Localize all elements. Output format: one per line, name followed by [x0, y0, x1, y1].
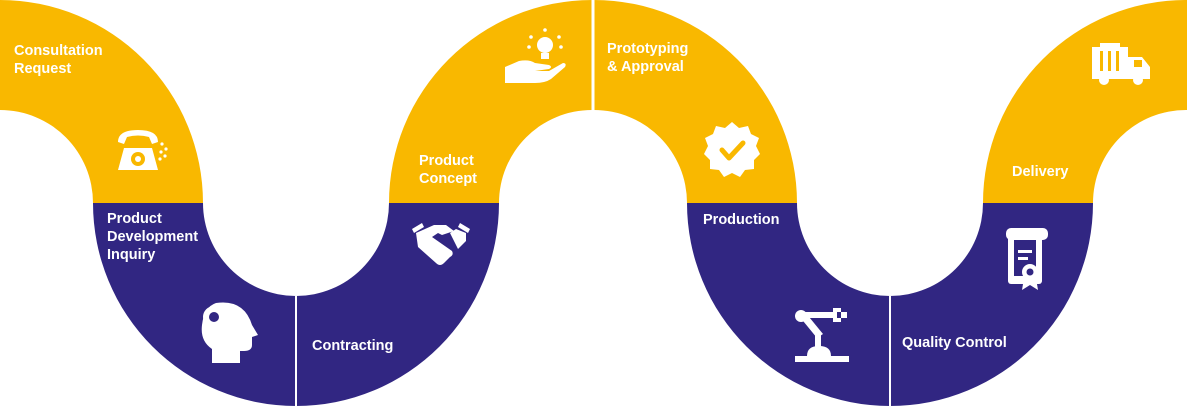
head-gear-icon — [201, 302, 258, 363]
segment-contracting — [296, 203, 499, 406]
segment-prototyping-approval — [594, 0, 797, 203]
segment-quality-control — [890, 203, 1093, 406]
telephone-icon — [118, 130, 168, 170]
label-line: Production — [703, 212, 780, 228]
step-label-product-concept: Product Concept — [419, 152, 477, 188]
label-line: & Approval — [607, 59, 684, 75]
label-line: Delivery — [1012, 164, 1069, 180]
label-line: Contracting — [312, 338, 394, 354]
approval-badge-icon — [704, 122, 760, 177]
label-line: Quality Control — [902, 335, 1007, 351]
label-line: Concept — [419, 171, 477, 187]
step-label-product-development-inquiry: Product Development Inquiry — [107, 210, 198, 264]
segment-product-development-inquiry — [93, 203, 296, 406]
label-line: Inquiry — [107, 247, 156, 263]
label-line: Development — [107, 229, 199, 245]
step-label-consultation-request: Consultation Request — [14, 42, 103, 78]
segment-production — [687, 203, 890, 406]
lightbulb-hand-icon — [505, 28, 566, 83]
robot-arm-icon — [795, 308, 849, 362]
segment-consultation-request — [0, 0, 203, 203]
label-line: Consultation — [14, 43, 103, 59]
step-label-contracting: Contracting — [312, 337, 393, 355]
label-line: Request — [14, 61, 72, 77]
certificate-icon — [1006, 228, 1048, 290]
delivery-truck-icon — [1092, 43, 1150, 85]
segment-delivery — [983, 0, 1187, 203]
label-line: Prototyping — [607, 41, 689, 57]
step-label-delivery: Delivery — [1012, 163, 1068, 181]
step-label-prototyping-approval: Prototyping & Approval — [607, 40, 688, 76]
label-line: Product — [107, 211, 162, 227]
handshake-icon — [412, 223, 470, 265]
label-line: Product — [419, 153, 474, 169]
step-label-production: Production — [703, 211, 780, 229]
step-label-quality-control: Quality Control — [902, 334, 1007, 352]
